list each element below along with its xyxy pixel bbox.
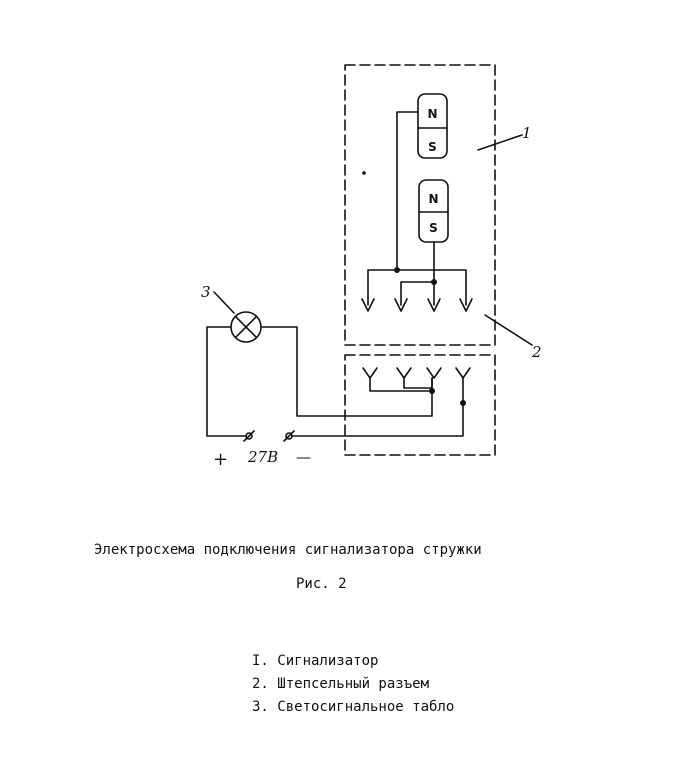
legend-item-signalizer: I. Сигнализатор xyxy=(252,653,379,669)
magnet-bottom-pole-n: N xyxy=(428,192,438,206)
junction-dot xyxy=(394,267,400,273)
wire-top-magnet xyxy=(396,111,419,271)
junction-dot xyxy=(429,388,435,394)
signalizer-enclosure xyxy=(344,64,496,346)
callout-3: 3 xyxy=(201,283,211,301)
wire-minus xyxy=(291,402,464,437)
terminal-plus xyxy=(243,430,255,442)
junction-dot xyxy=(431,279,437,285)
legend-item-connector: 2. Штепсельный разъем xyxy=(252,676,430,692)
magnet-top xyxy=(417,93,448,159)
magnet-top-pole-n: N xyxy=(427,107,437,121)
junction-dot xyxy=(460,400,466,406)
signal-lamp xyxy=(230,311,262,343)
leader-2 xyxy=(484,314,533,346)
legend-item-lamp: 3. Светосигнальное табло xyxy=(252,699,455,715)
wire-to-lamp xyxy=(261,326,433,417)
magnet-bottom-pole-s: S xyxy=(429,221,438,235)
supply-minus-label: — xyxy=(296,448,311,466)
figure-number: Рис. 2 xyxy=(296,576,347,592)
terminal-minus xyxy=(283,430,295,442)
legend-list: I. Сигнализатор 2. Штепсельный разъем 3.… xyxy=(252,650,454,719)
wiring-diagram: N S N S 1 2 3 + 27В — xyxy=(201,64,542,470)
connector-enclosure xyxy=(344,354,496,456)
socket-contacts xyxy=(362,367,471,404)
leader-3 xyxy=(213,291,235,314)
leader-1 xyxy=(477,134,523,151)
callout-2: 2 xyxy=(531,343,542,361)
callout-1: 1 xyxy=(522,124,532,142)
plug-pins xyxy=(361,269,473,312)
wire-lamp-to-plus xyxy=(206,326,247,437)
figure-caption: Электросхема подключения сигнализатора с… xyxy=(94,542,482,558)
supply-voltage-label: 27В xyxy=(247,448,278,466)
magnet-top-pole-s: S xyxy=(428,140,437,154)
supply-plus-label: + xyxy=(213,449,228,470)
stray-dot xyxy=(362,171,366,175)
